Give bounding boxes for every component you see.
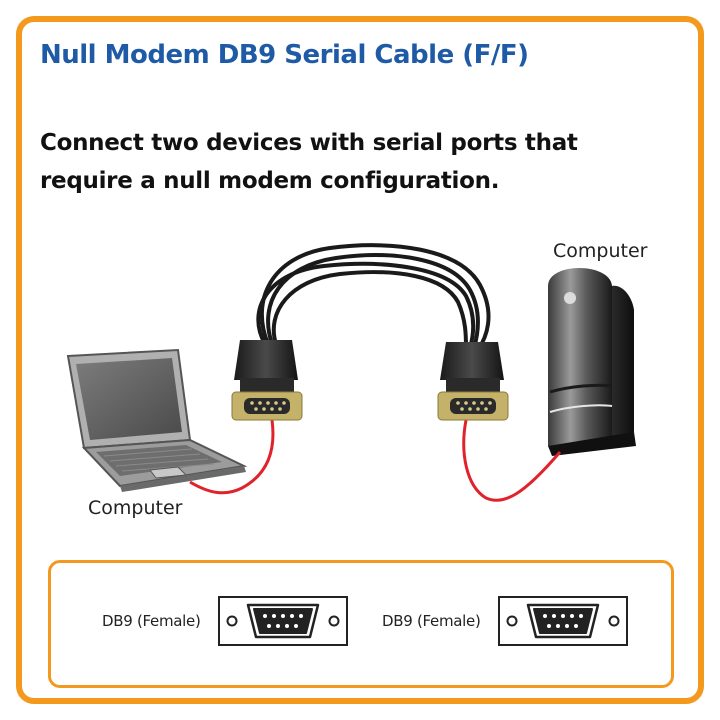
page-title: Null Modem DB9 Serial Cable (F/F): [40, 40, 529, 70]
right-device-label: Computer: [553, 240, 648, 262]
laptop-icon: [66, 348, 248, 492]
db9-female-port-icon-2: [498, 596, 628, 646]
right-db9-connector: [437, 342, 509, 421]
connection-lines: [189, 419, 562, 502]
left-db9-connector: [231, 340, 303, 421]
tower-computer-icon: [548, 268, 636, 456]
serial-cable: [256, 243, 491, 352]
description-line-2: require a null modem configuration.: [40, 168, 500, 194]
description: Connect two devices with serial ports th…: [40, 124, 680, 200]
description-line-1: Connect two devices with serial ports th…: [40, 130, 578, 156]
left-device-label: Computer: [88, 497, 183, 519]
db9-female-port-icon-1: [218, 596, 348, 646]
connector-label-1: DB9 (Female): [102, 612, 201, 630]
connector-label-2: DB9 (Female): [382, 612, 481, 630]
